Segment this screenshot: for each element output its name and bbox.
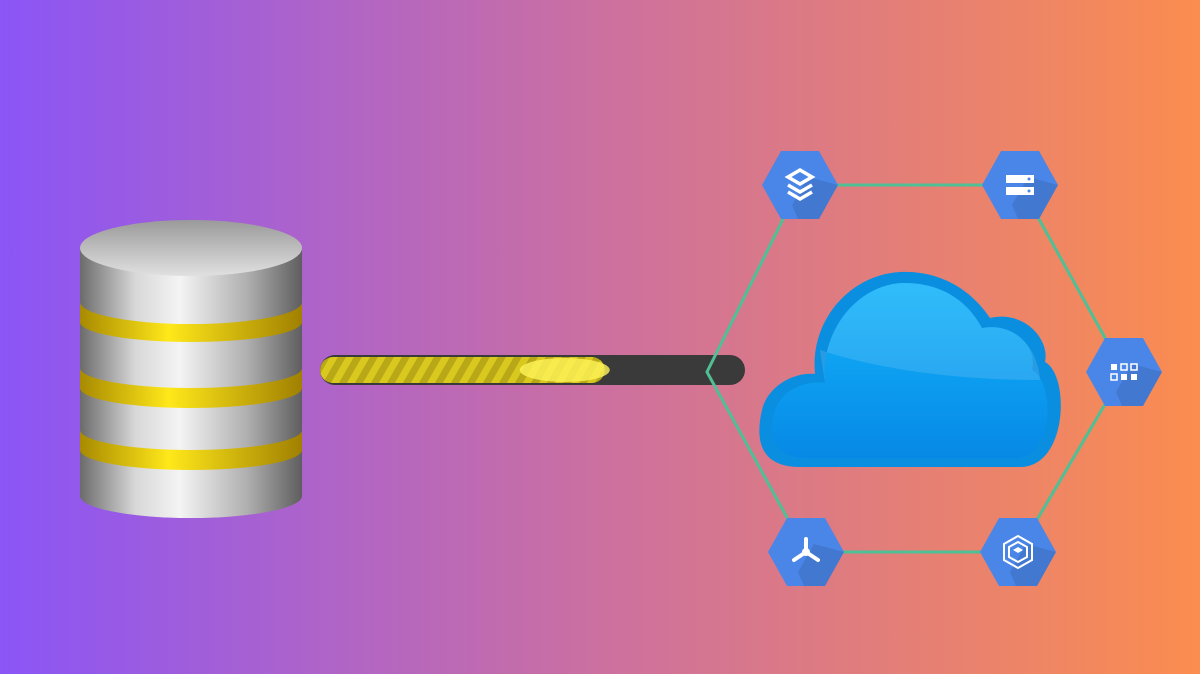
service-node bbox=[762, 151, 838, 219]
apps-grid-icon bbox=[1110, 363, 1138, 381]
hexagon-shadow bbox=[1116, 364, 1162, 406]
database-disk bbox=[80, 220, 302, 324]
service-node bbox=[982, 151, 1058, 219]
database-icon bbox=[80, 220, 302, 518]
hexagon-shadow bbox=[1010, 544, 1056, 586]
service-node bbox=[1086, 338, 1162, 406]
hexagon-layers-icon bbox=[1003, 534, 1033, 570]
layers-icon bbox=[784, 167, 816, 202]
progress-glow bbox=[519, 358, 610, 382]
hexagon-shadow bbox=[792, 177, 838, 219]
wrench-hub-icon bbox=[792, 537, 820, 562]
cloud-icon bbox=[759, 271, 1061, 467]
service-node bbox=[980, 518, 1056, 586]
hexagon-badge bbox=[1086, 338, 1162, 406]
transfer-progress-bar bbox=[320, 355, 745, 385]
hexagon-badge bbox=[982, 151, 1058, 219]
server-icon bbox=[1006, 175, 1034, 195]
service-node bbox=[768, 518, 844, 586]
